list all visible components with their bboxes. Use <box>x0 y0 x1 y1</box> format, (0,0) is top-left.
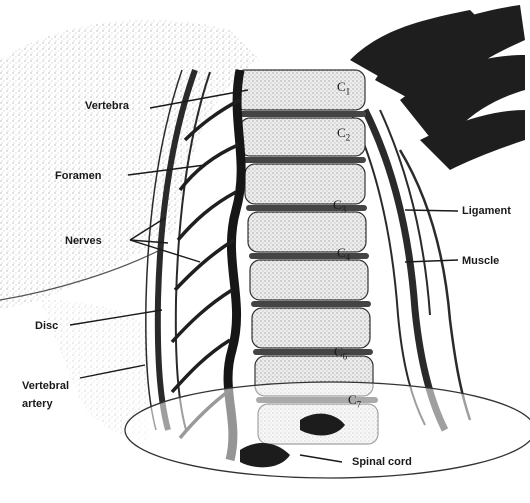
label-vertebral-artery-line1: Vertebral <box>22 380 69 392</box>
label-muscle: Muscle <box>462 255 499 267</box>
vertebra-level-c3: C3 <box>333 198 346 217</box>
label-foramen: Foramen <box>55 170 101 182</box>
label-ligament: Ligament <box>462 205 511 217</box>
vertebra-level-c6: C6 <box>334 345 347 364</box>
vertebra-level-c7: C7 <box>348 393 361 412</box>
label-spinal-cord: Spinal cord <box>352 456 412 468</box>
vertebra-level-c2: C2 <box>337 126 350 145</box>
label-disc: Disc <box>35 320 58 332</box>
head-region <box>0 20 260 310</box>
hair <box>350 5 525 170</box>
label-nerves: Nerves <box>65 235 102 247</box>
vertebra-level-c4: C4 <box>337 246 350 265</box>
label-vertebral-artery-line2: artery <box>22 398 53 410</box>
vertebra-level-c1: C1 <box>337 80 350 99</box>
label-vertebra: Vertebra <box>85 100 129 112</box>
